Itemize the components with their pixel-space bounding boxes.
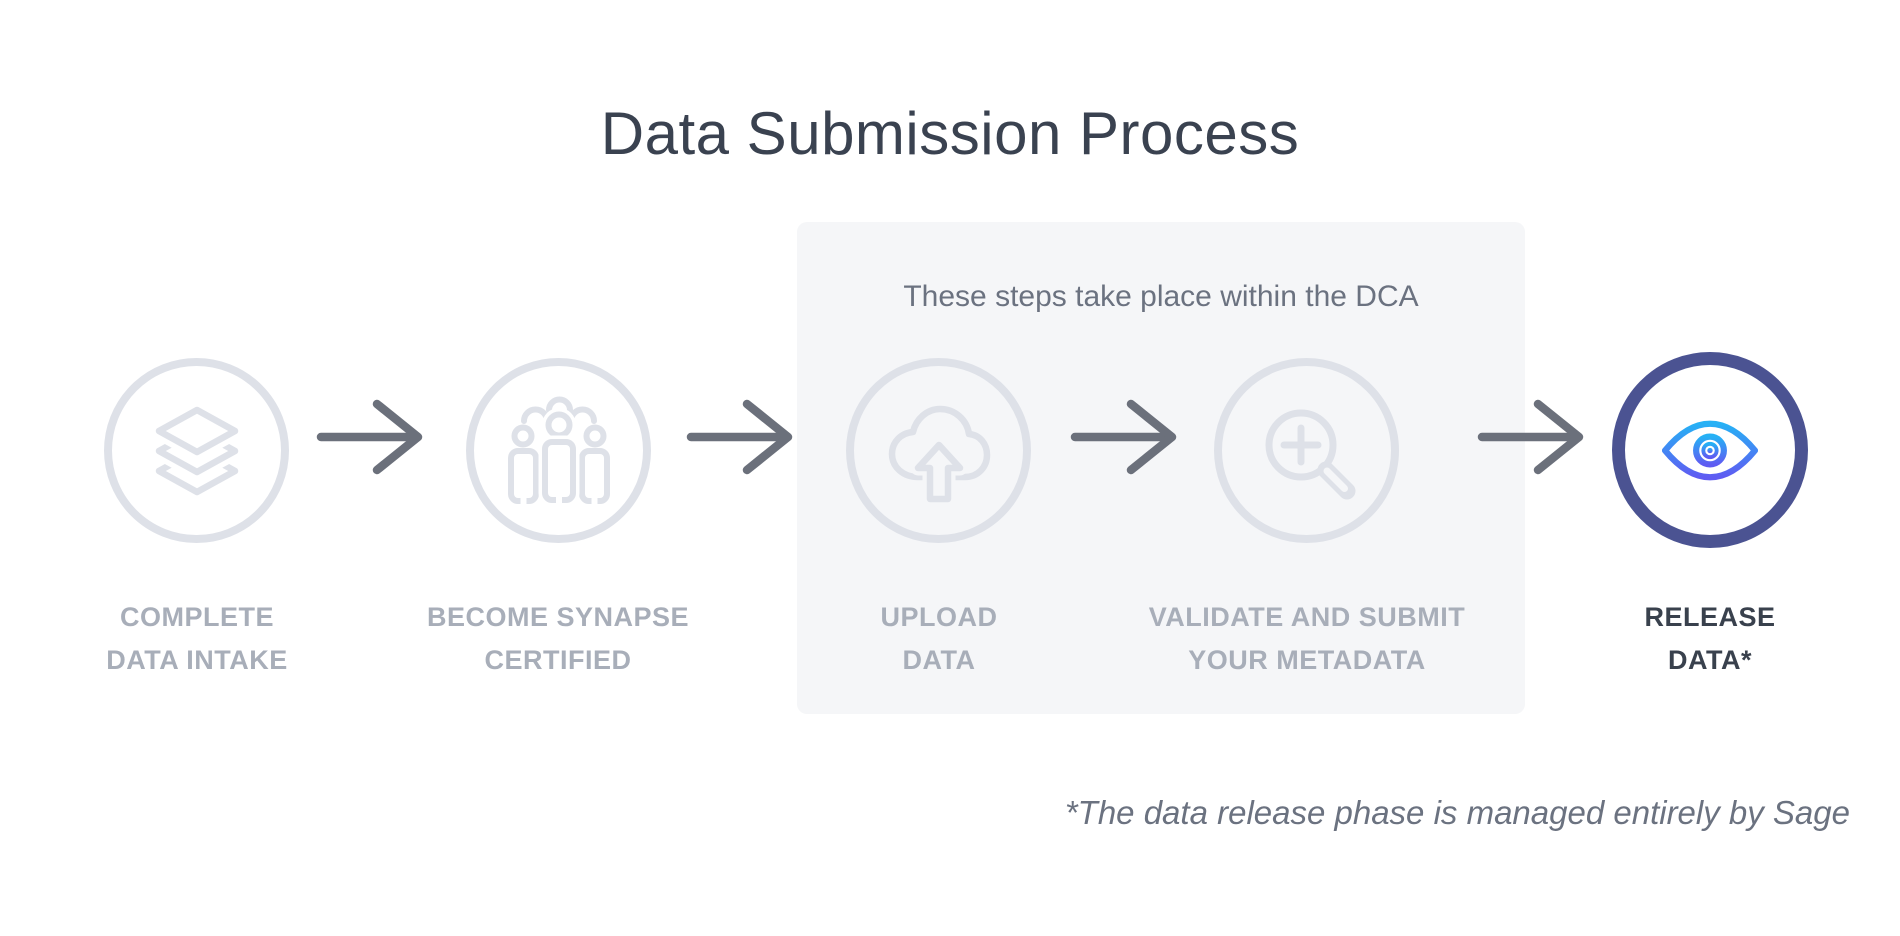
step-label-release-data: RELEASE DATA*	[1644, 602, 1776, 675]
step-circle-upload-data	[846, 358, 1031, 543]
arrow-right-icon	[686, 399, 793, 475]
dca-panel-caption: These steps take place within the DCA	[903, 280, 1419, 313]
step-label-upload-data: UPLOAD DATA	[880, 602, 998, 675]
arrow-right-icon	[1070, 399, 1177, 475]
step-circle-release-data	[1612, 352, 1808, 548]
arrow-right-icon	[1477, 399, 1584, 475]
step-label-validate-and-submit: VALIDATE AND SUBMIT YOUR METADATA	[1148, 602, 1466, 675]
step-label-become-synapse-certified: BECOME SYNAPSE CERTIFIED	[426, 602, 690, 675]
step-label-complete-data-intake: COMPLETE DATA INTAKE	[106, 602, 288, 675]
arrow-right-icon	[316, 399, 423, 475]
step-circle-validate-and-submit	[1214, 358, 1399, 543]
group-certified-icon	[507, 396, 610, 506]
page-title: Data Submission Process	[600, 100, 1300, 167]
footnote: *The data release phase is managed entir…	[1064, 794, 1850, 831]
cloud-upload-icon	[888, 405, 990, 504]
zoom-in-icon	[1265, 409, 1355, 499]
layers-icon	[150, 401, 243, 495]
eye-icon	[1662, 420, 1758, 480]
step-circle-become-synapse-certified	[466, 358, 651, 543]
step-circle-complete-data-intake	[104, 358, 289, 543]
